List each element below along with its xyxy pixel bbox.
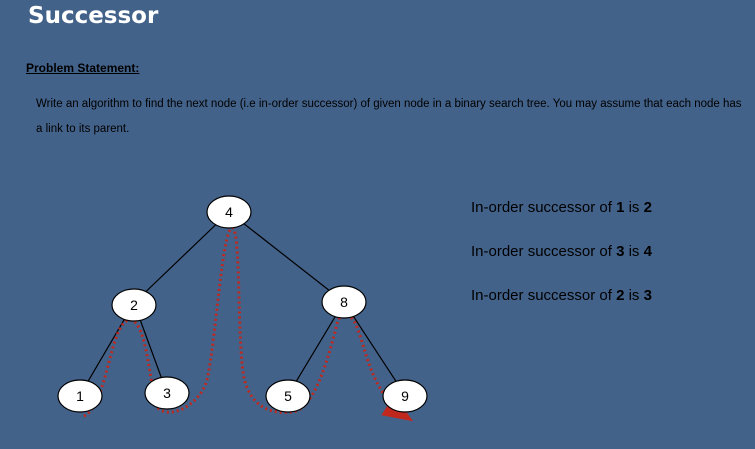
problem-statement: Write an algorithm to find the next node…: [36, 98, 742, 135]
tree-node-4: 4: [206, 195, 252, 229]
page-title: Successor: [28, 3, 159, 29]
fact-node: 2: [616, 287, 625, 304]
node-label: 9: [401, 388, 409, 404]
edge-8-9: [343, 301, 406, 396]
fact-prefix: In-order successor of: [471, 287, 617, 304]
fact-prefix: In-order successor of: [471, 199, 617, 216]
edge-8-5: [287, 301, 345, 396]
successor-fact: In-order successor of 1 is 2: [471, 199, 652, 243]
fact-mid: is: [624, 199, 644, 216]
node-label: 4: [225, 204, 233, 220]
edge-4-8: [228, 211, 345, 303]
fact-successor: 3: [643, 287, 652, 304]
fact-prefix: In-order successor of: [471, 243, 617, 260]
tree-node-8: 8: [321, 285, 367, 319]
node-label: 5: [284, 388, 292, 404]
node-label: 3: [163, 385, 171, 401]
fact-node: 1: [616, 199, 625, 216]
node-label: 1: [76, 388, 84, 404]
successor-facts: In-order successor of 1 is 2 In-order su…: [471, 199, 652, 331]
node-label: 8: [340, 294, 348, 310]
fact-successor: 4: [643, 243, 652, 260]
tree-node-9: 9: [382, 379, 428, 413]
fact-mid: is: [624, 243, 644, 260]
problem-heading: Problem Statement:: [26, 61, 140, 75]
fact-mid: is: [624, 287, 644, 304]
fact-node: 3: [616, 243, 625, 260]
tree-node-3: 3: [144, 376, 190, 410]
successor-fact: In-order successor of 3 is 4: [471, 243, 652, 287]
successor-fact: In-order successor of 2 is 3: [471, 287, 652, 331]
tree-node-2: 2: [111, 288, 157, 322]
fact-successor: 2: [643, 199, 652, 216]
edge-4-2: [133, 211, 230, 304]
inorder-traversal-path: [83, 226, 414, 422]
tree-node-5: 5: [265, 379, 311, 413]
node-label: 2: [130, 297, 138, 313]
tree-node-1: 1: [57, 379, 103, 413]
